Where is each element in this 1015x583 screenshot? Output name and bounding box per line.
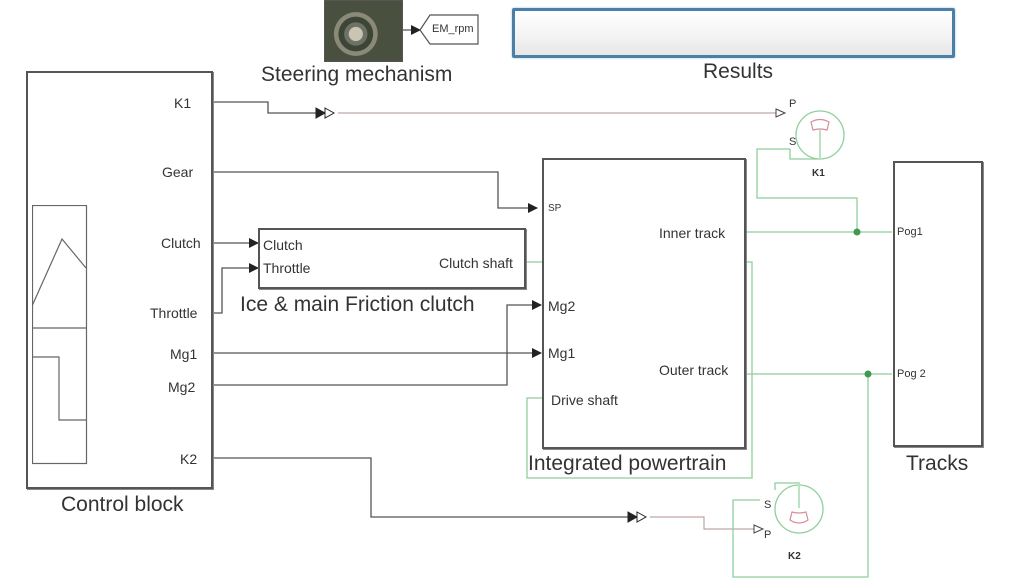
wire-k2 (212, 457, 630, 518)
steering-mechanism-title: Steering mechanism (261, 63, 453, 86)
control-signal-icon (32, 205, 88, 465)
goto-em-rpm-tag: EM_rpm (432, 23, 474, 35)
junction-outer (864, 370, 872, 378)
sensor-k2-p-arrow (753, 524, 765, 534)
tracks-title: Tracks (906, 452, 969, 475)
sensor-k2-port-p: P (764, 529, 772, 541)
wire-k1 (212, 101, 318, 114)
sensor-k1-port-s: S (789, 136, 797, 148)
control-block-title: Control block (61, 493, 184, 516)
control-output-mg1: Mg1 (170, 346, 198, 362)
wire-k2-s-stub (774, 482, 800, 490)
control-output-k2: K2 (180, 451, 198, 467)
sensor-k2-port-s: S (764, 499, 772, 511)
powertrain-input-sp: SP (548, 203, 562, 214)
sensor-k2-title[interactable]: K2 (788, 551, 801, 562)
sensor-k1-title[interactable]: K1 (812, 168, 825, 179)
junction-inner (853, 228, 861, 236)
ice-friction-clutch-title: Ice & main Friction clutch (240, 293, 475, 316)
k1-transport-arrow (315, 107, 336, 119)
control-output-throttle: Throttle (150, 305, 198, 321)
tracks-input-pog2: Pog 2 (897, 368, 926, 380)
wire-k1-s (756, 148, 858, 232)
integrated-powertrain-block[interactable] (542, 158, 746, 449)
control-output-gear: Gear (162, 164, 194, 180)
powertrain-input-mg2: Mg2 (548, 298, 576, 314)
wire-k2-to-sensor (650, 516, 760, 530)
steering-mechanism-block[interactable] (324, 0, 403, 62)
tracks-input-pog1: Pog1 (897, 226, 923, 238)
control-block[interactable] (26, 71, 213, 489)
powertrain-input-mg1: Mg1 (548, 345, 576, 361)
powertrain-input-drive-shaft: Drive shaft (551, 392, 618, 408)
ice-input-clutch: Clutch (263, 237, 303, 253)
goto-em-rpm-shape (419, 14, 479, 45)
integrated-powertrain-title: Integrated powertrain (528, 452, 727, 475)
powertrain-output-inner-track: Inner track (659, 225, 726, 241)
sensor-k1-port-p: P (789, 98, 797, 110)
sensor-k1-gauge-icon (810, 118, 830, 131)
results-display[interactable] (512, 8, 955, 58)
control-output-k1: K1 (174, 95, 192, 111)
sensor-k2-symbol (774, 484, 824, 534)
control-output-mg2: Mg2 (168, 379, 196, 395)
sensor-k2-gauge-icon (789, 511, 809, 524)
wire-mg2 (212, 300, 542, 386)
k2-transport-arrow (627, 511, 648, 523)
control-output-clutch: Clutch (161, 235, 201, 251)
tracks-block[interactable] (893, 161, 983, 447)
wire-gear (212, 171, 538, 213)
wire-k2-loop (732, 374, 869, 578)
results-title: Results (703, 60, 774, 83)
wire-throttle (212, 263, 259, 314)
wire-k1-s-stub (789, 149, 818, 160)
powertrain-output-outer-track: Outer track (659, 362, 729, 378)
ice-input-throttle: Throttle (263, 260, 311, 276)
ice-friction-clutch-block[interactable] (258, 228, 526, 289)
ice-output-clutch-shaft: Clutch shaft (439, 255, 513, 271)
sensor-k1-p-arrow (775, 108, 787, 118)
